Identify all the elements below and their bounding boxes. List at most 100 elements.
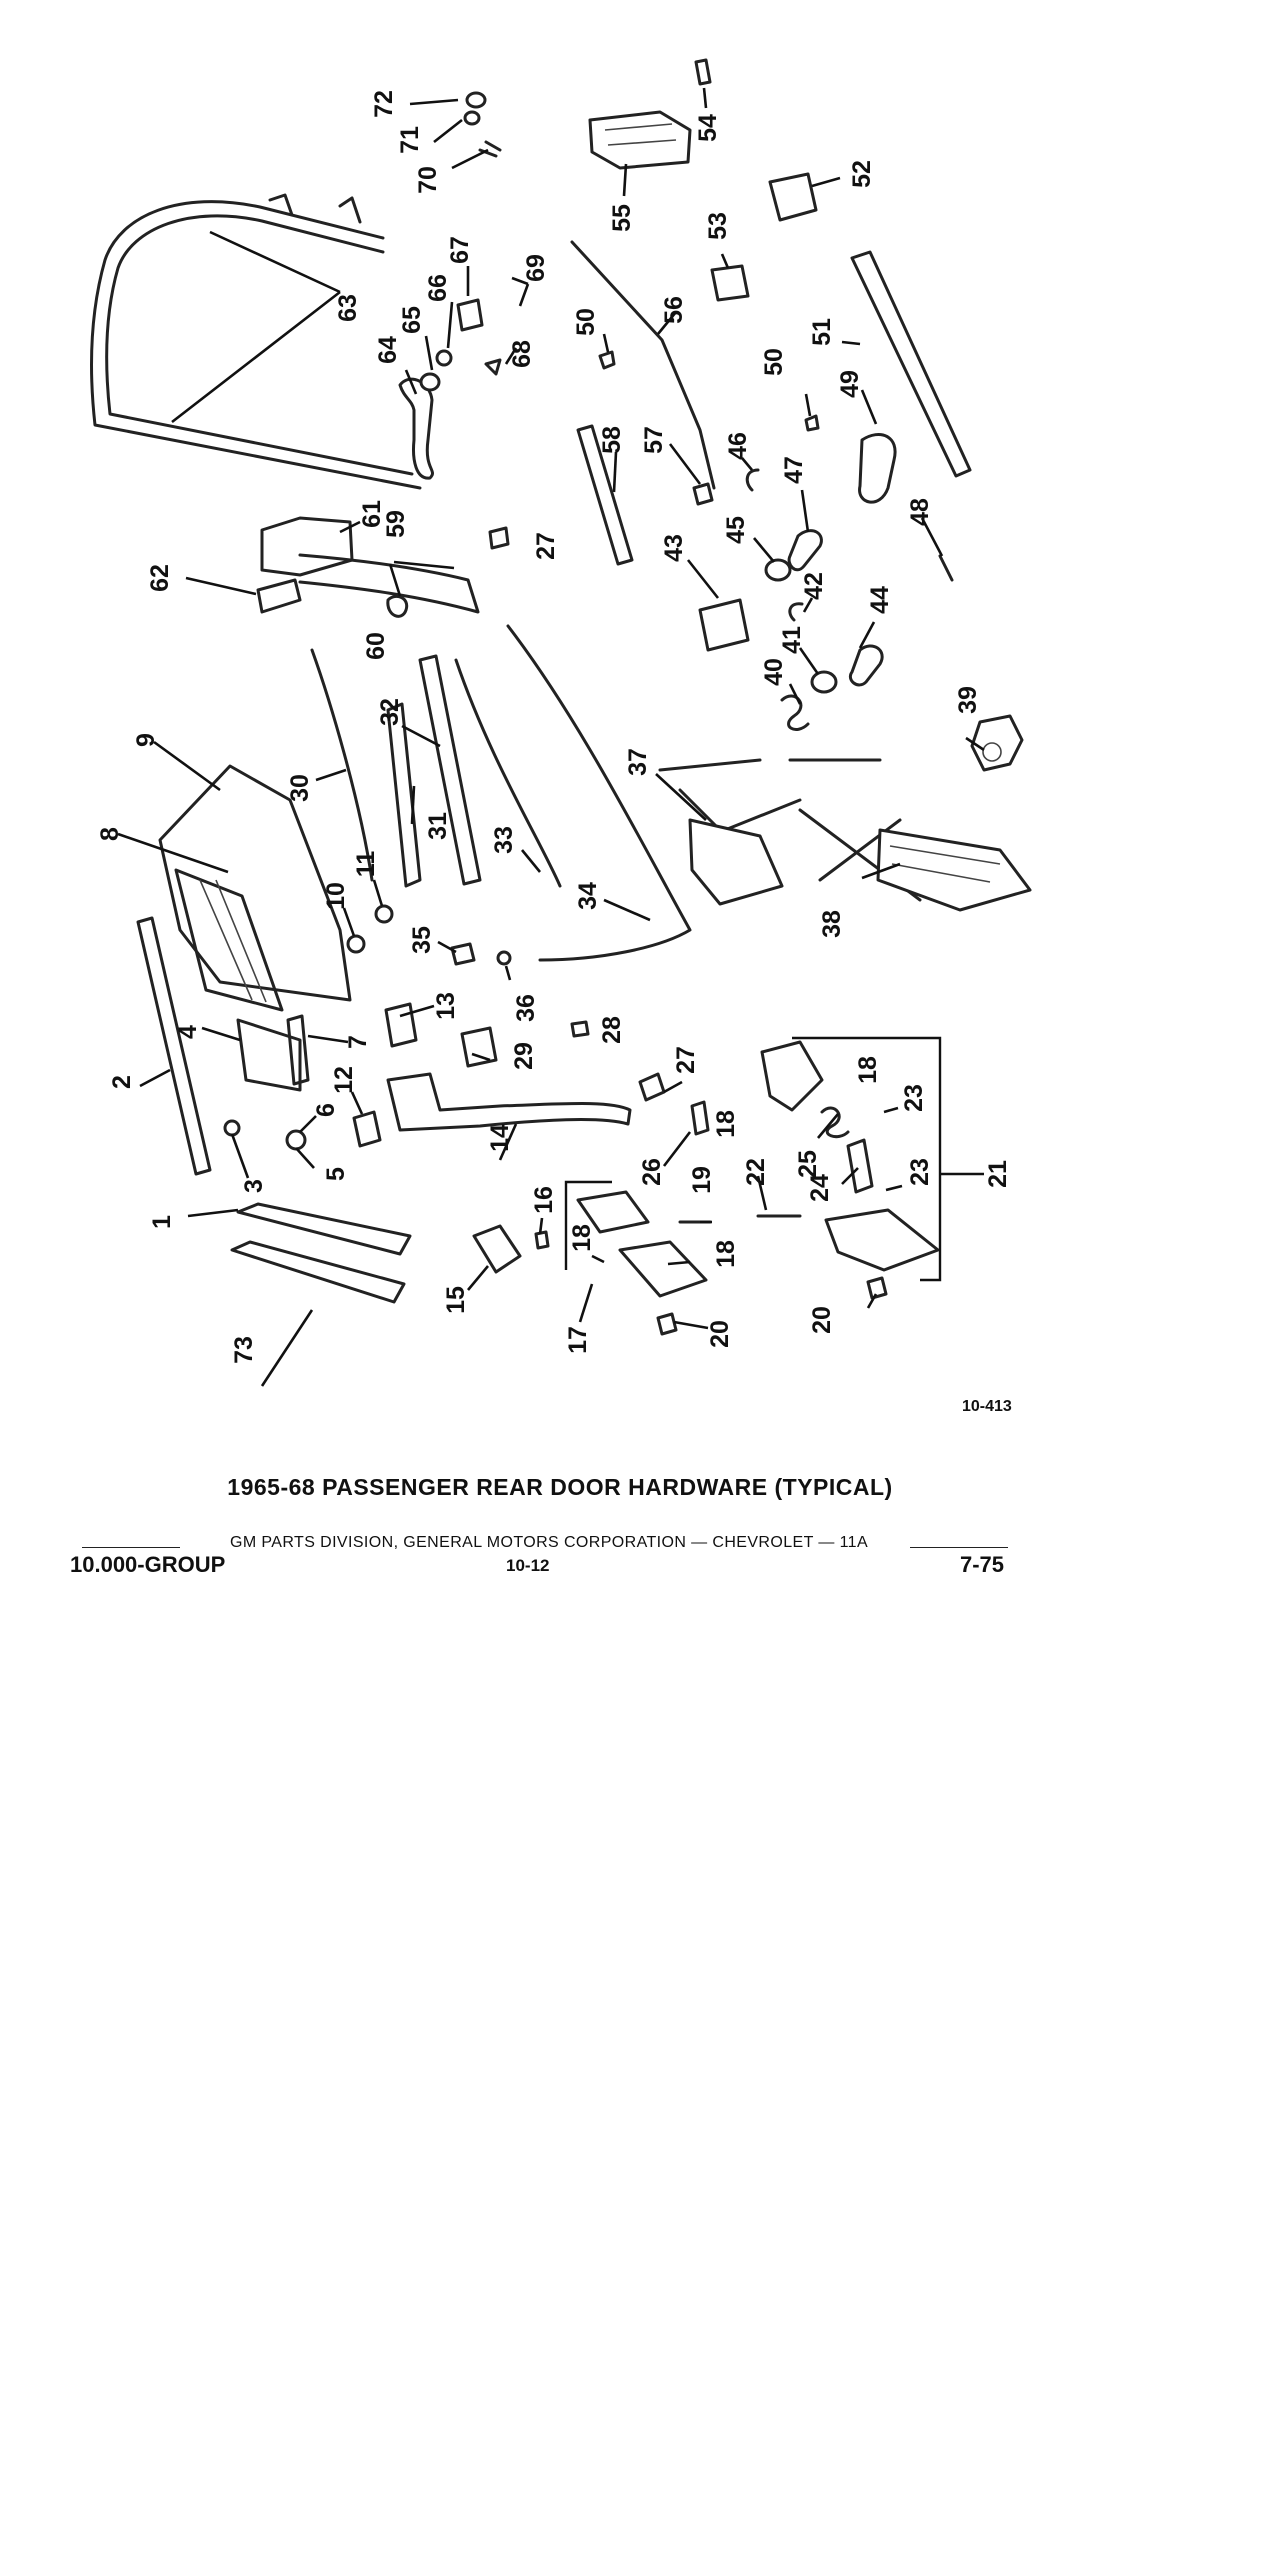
callout-17: 17 bbox=[564, 1326, 592, 1354]
part-power-regulator-motor bbox=[876, 828, 1032, 912]
callout-39: 39 bbox=[954, 686, 982, 714]
callout-44: 44 bbox=[866, 586, 894, 614]
callout-18c: 18 bbox=[712, 1110, 740, 1138]
part-glass-guide-rail bbox=[286, 1014, 310, 1086]
footer-page-number: 10-12 bbox=[506, 1556, 550, 1575]
part-hinge-assembly-upper bbox=[760, 1040, 824, 1112]
part-clip-28 bbox=[570, 1020, 590, 1038]
callout-31: 31 bbox=[424, 812, 452, 840]
part-bolt-20b bbox=[866, 1276, 888, 1300]
callout-53: 53 bbox=[704, 212, 732, 240]
part-glass-channel bbox=[174, 868, 284, 1012]
part-glass-run-channel-clips bbox=[268, 193, 362, 224]
callout-66: 66 bbox=[424, 274, 452, 302]
callout-54: 54 bbox=[694, 114, 722, 142]
callout-20b: 20 bbox=[808, 1306, 836, 1334]
callout-28: 28 bbox=[598, 1016, 626, 1044]
footer-rule-right bbox=[910, 1547, 1008, 1548]
callout-18d: 18 bbox=[854, 1056, 882, 1084]
part-clip bbox=[484, 358, 502, 376]
part-retainer bbox=[938, 554, 954, 582]
callout-46: 46 bbox=[724, 432, 752, 460]
part-inside-handle bbox=[398, 377, 434, 480]
part-spring-clip bbox=[788, 602, 804, 622]
part-lock-rod bbox=[570, 240, 716, 490]
part-bracket-13 bbox=[384, 1002, 418, 1048]
part-bracket-29 bbox=[460, 1026, 498, 1068]
callout-63: 63 bbox=[334, 294, 362, 322]
part-lock-knob bbox=[849, 644, 884, 687]
callout-69: 69 bbox=[522, 254, 550, 282]
part-pull-handle bbox=[858, 433, 897, 504]
part-hinge-lower-21 bbox=[824, 1208, 940, 1272]
callout-58: 58 bbox=[598, 426, 626, 454]
callout-32: 32 bbox=[376, 698, 404, 726]
part-screw bbox=[478, 140, 502, 158]
callout-55: 55 bbox=[608, 204, 636, 232]
footer-rule-left bbox=[82, 1547, 180, 1548]
callout-30: 30 bbox=[286, 774, 314, 802]
part-motor bbox=[970, 714, 1024, 772]
part-link-24 bbox=[846, 1138, 874, 1194]
footer-group: 10.000-GROUP bbox=[70, 1552, 226, 1577]
callout-13: 13 bbox=[432, 992, 460, 1020]
callout-18b: 18 bbox=[712, 1240, 740, 1268]
callout-23b: 23 bbox=[906, 1158, 934, 1186]
part-spring bbox=[780, 694, 810, 731]
callout-12: 12 bbox=[330, 1066, 358, 1094]
part-belt-molding bbox=[236, 1202, 412, 1256]
callout-25: 25 bbox=[794, 1150, 822, 1178]
part-remote-bezel bbox=[456, 298, 484, 332]
part-screw-3 bbox=[223, 1119, 241, 1137]
callout-5: 5 bbox=[322, 1167, 350, 1181]
part-belt-weatherstrip-73 bbox=[230, 1240, 406, 1304]
callout-52: 52 bbox=[848, 160, 876, 188]
part-run-channel-front bbox=[310, 648, 374, 882]
callout-8: 8 bbox=[96, 827, 124, 841]
part-regulator-gear bbox=[688, 818, 784, 906]
part-inside-lock-rod bbox=[506, 624, 692, 962]
part-drawings bbox=[89, 58, 1032, 1336]
part-door-lock bbox=[588, 110, 692, 170]
part-window-crank bbox=[787, 529, 823, 572]
callout-57: 57 bbox=[640, 426, 668, 454]
callout-15: 15 bbox=[442, 1286, 470, 1314]
callout-62: 62 bbox=[146, 564, 174, 592]
callout-45: 45 bbox=[722, 516, 750, 544]
part-bolt-20 bbox=[656, 1312, 678, 1336]
part-stop-10 bbox=[346, 934, 366, 954]
callout-48: 48 bbox=[906, 498, 934, 526]
part-bushing bbox=[692, 482, 714, 506]
callout-22: 22 bbox=[742, 1158, 770, 1186]
part-remote-control bbox=[698, 598, 750, 652]
part-glass-run-channel bbox=[89, 200, 422, 490]
callout-68: 68 bbox=[508, 340, 536, 368]
part-guide-bracket bbox=[256, 578, 302, 614]
callout-38: 38 bbox=[818, 910, 846, 938]
callout-37: 37 bbox=[624, 748, 652, 776]
callout-49: 49 bbox=[836, 370, 864, 398]
part-rod-clip-2 bbox=[804, 414, 820, 432]
part-spacer bbox=[463, 110, 481, 126]
callout-50b: 50 bbox=[760, 348, 788, 376]
part-lower-guide bbox=[236, 1018, 302, 1092]
group-box-17 bbox=[564, 1180, 612, 1270]
leader-lines bbox=[117, 87, 985, 1387]
callout-60: 60 bbox=[362, 632, 390, 660]
callout-70: 70 bbox=[414, 166, 442, 194]
callout-35: 35 bbox=[408, 926, 436, 954]
part-pin-26 bbox=[690, 1100, 710, 1136]
part-nut-36 bbox=[496, 950, 512, 966]
part-lock-striker-15 bbox=[472, 1224, 522, 1274]
callout-61: 61 bbox=[358, 500, 386, 528]
part-screw-35 bbox=[450, 942, 476, 966]
part-cap bbox=[465, 91, 487, 109]
footer-date: 7-75 bbox=[960, 1552, 1005, 1577]
part-door-glass bbox=[158, 764, 352, 1002]
callout-27b: 27 bbox=[532, 532, 560, 560]
callout-27a: 27 bbox=[672, 1046, 700, 1074]
callout-40: 40 bbox=[760, 658, 788, 686]
part-spring-25 bbox=[820, 1106, 850, 1139]
callout-42: 42 bbox=[800, 572, 828, 600]
figure-caption: 1965-68 PASSENGER REAR DOOR HARDWARE (TY… bbox=[227, 1474, 893, 1500]
